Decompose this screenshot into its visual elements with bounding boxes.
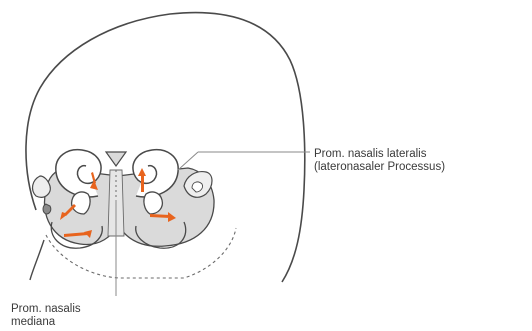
label-lateral-line1: Prom. nasalis lateralis <box>314 148 445 161</box>
left-eye-structure <box>33 176 51 197</box>
label-lateral-line2: (lateronasaler Processus) <box>314 161 445 174</box>
label-prom-nasalis-mediana: Prom. nasalis mediana <box>11 303 81 329</box>
left-eye-inner <box>43 204 51 214</box>
left-nasal-pit <box>72 192 90 214</box>
median-prominence-top <box>106 152 126 166</box>
chin-outline <box>30 240 44 280</box>
leader-lateral <box>178 152 198 170</box>
label-mediana-line1: Prom. nasalis <box>11 303 81 316</box>
label-mediana-line2: mediana <box>11 316 81 329</box>
label-prom-nasalis-lateralis: Prom. nasalis lateralis (lateronasaler P… <box>314 148 445 174</box>
right-nasal-pit <box>144 192 162 214</box>
